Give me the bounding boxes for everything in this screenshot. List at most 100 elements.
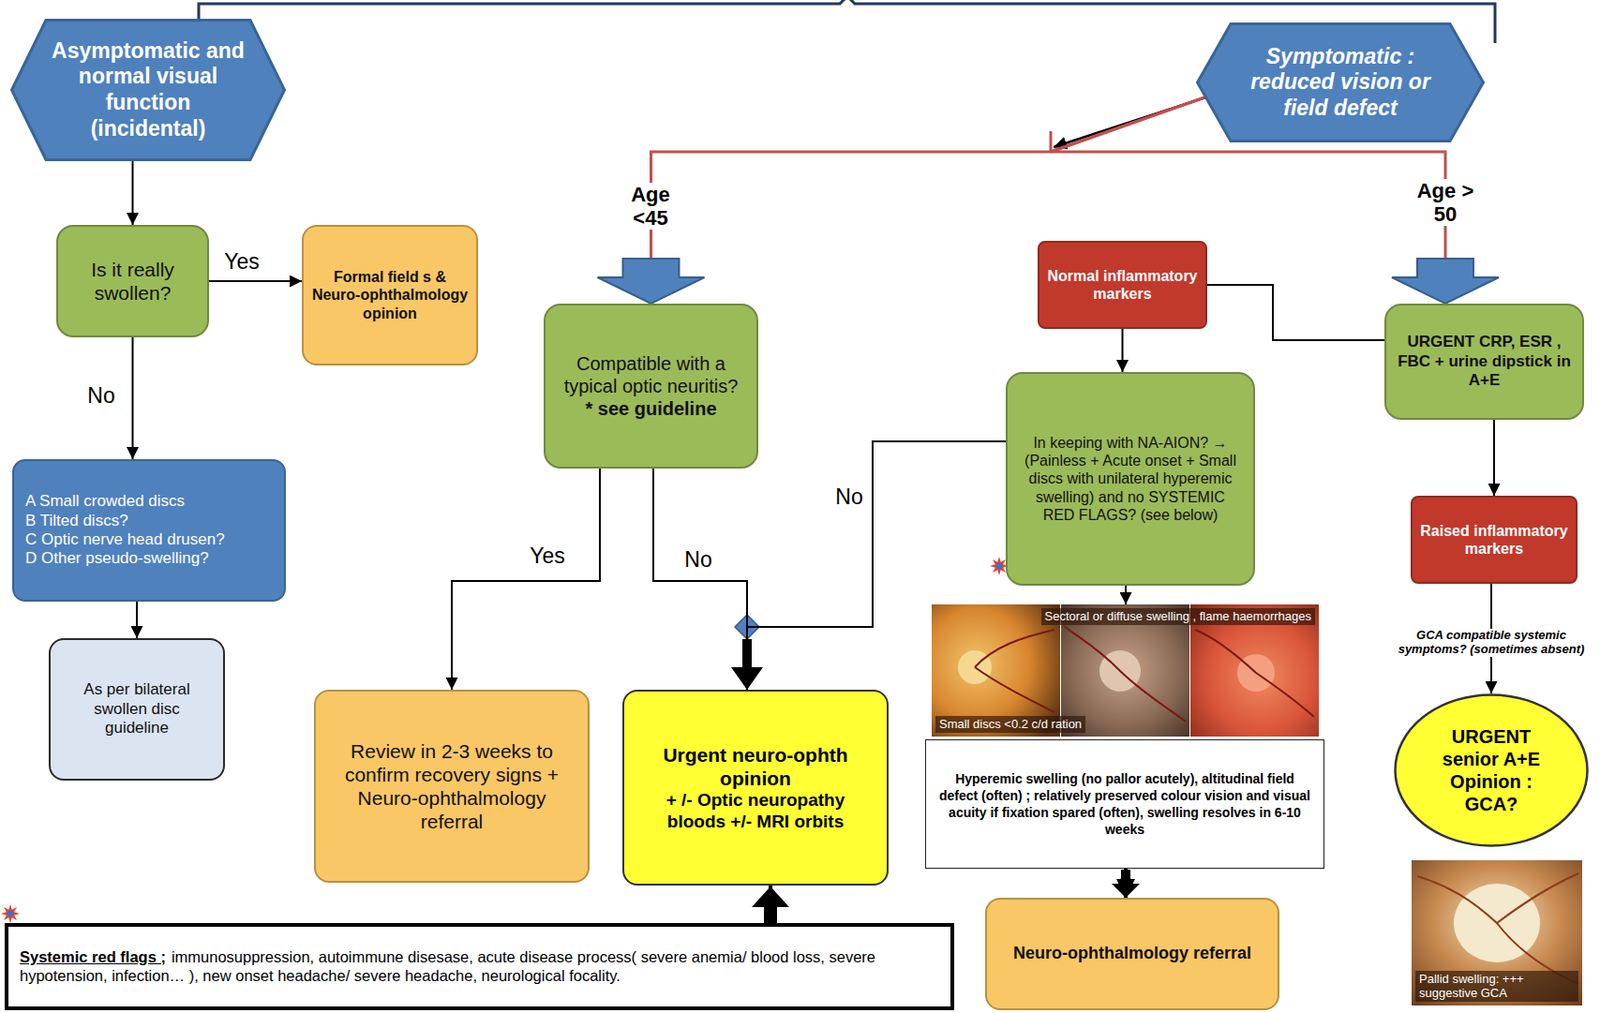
text-holder: A Small crowded discsB Tilted discs?C Op… xyxy=(25,492,273,569)
node-text: + /- Optic neuropathy bloods +/- MRI orb… xyxy=(635,790,876,834)
note-box: Hyperemic swelling (no pallor acutely), … xyxy=(925,739,1325,869)
action-box: Review in 2-3 weeks to confirm recovery … xyxy=(314,689,590,883)
connector xyxy=(135,601,138,639)
connector xyxy=(209,280,302,283)
node-text: Systemic red flags ; xyxy=(19,948,166,966)
text-holder: URGENT CRP, ESR , FBC + urine dipstick i… xyxy=(1393,332,1575,390)
edge-label: Yes xyxy=(523,543,571,569)
text-holder: Sectoral or diffuse swelling , flame hae… xyxy=(935,608,1316,733)
node-text: Sectoral or diffuse swelling , flame hae… xyxy=(1041,608,1316,626)
node-text: Raised inflammatory markers xyxy=(1420,522,1569,558)
star-centre xyxy=(7,911,15,918)
hexagon-shape xyxy=(12,20,285,161)
text-holder: Normal inflammatory markers xyxy=(1046,267,1198,303)
node-text: C Optic nerve head drusen? xyxy=(25,530,273,550)
text-holder: Formal field s & Neuro-ophthalmology opi… xyxy=(311,268,469,323)
result-box: Normal inflammatory markers xyxy=(1037,240,1208,329)
action-box: Formal field s & Neuro-ophthalmology opi… xyxy=(301,224,479,366)
node-text: Neuro-ophthalmology referral xyxy=(998,943,1267,965)
text-holder: Asymptomatic and normal visual function … xyxy=(51,38,245,142)
node-text: D Other pseudo-swelling? xyxy=(25,549,273,569)
node-text: A Small crowded discs xyxy=(25,492,273,511)
connector xyxy=(653,468,748,690)
text-holder: Pallid swelling: +++ suggestive GCA xyxy=(1415,864,1579,1002)
connector xyxy=(1123,868,1128,898)
text-holder: Is it really swollen? xyxy=(67,257,198,305)
node-text: Compatible with a typical optic neuritis… xyxy=(556,352,746,398)
photo-panel: Pallid swelling: +++ suggestive GCA xyxy=(1411,860,1583,1006)
node-text: * see guideline xyxy=(556,397,746,420)
node-text: Symptomatic : reduced vision or field de… xyxy=(1241,44,1440,122)
text-holder: Hyperemic swelling (no pallor acutely), … xyxy=(935,770,1315,839)
connector xyxy=(651,97,1206,304)
text-holder: Review in 2-3 weeks to confirm recovery … xyxy=(328,739,575,835)
connector xyxy=(1121,328,1124,373)
node-text: In keeping with NA-AION? → (Painless + A… xyxy=(1018,433,1242,524)
edge-label: No xyxy=(80,383,122,408)
node-text: Normal inflammatory markers xyxy=(1046,267,1198,303)
urgent-circle: URGENT senior A+E Opinion : GCA? xyxy=(1393,693,1589,848)
list-box: A Small crowded discsB Tilted discs?C Op… xyxy=(12,459,286,602)
start-hexagon: Asymptomatic and normal visual function … xyxy=(10,18,286,162)
retinal-vessels xyxy=(1417,873,1579,985)
guideline-box: As per bilateral swollen disc guideline xyxy=(48,638,225,781)
text-holder: URGENT senior A+E Opinion : GCA? xyxy=(1425,725,1557,816)
node-text: Hyperemic swelling (no pallor acutely), … xyxy=(935,770,1315,839)
result-box: Raised inflammatory markers xyxy=(1410,495,1578,584)
node-text: B Tilted discs? xyxy=(25,511,273,531)
decision-box: Is it really swollen? xyxy=(56,224,210,338)
node-text: Review in 2-3 weeks to confirm recovery … xyxy=(328,739,575,835)
connector xyxy=(1207,284,1385,341)
decision-box: Compatible with a typical optic neuritis… xyxy=(543,303,759,469)
text-holder: Neuro-ophthalmology referral xyxy=(998,943,1267,965)
node-text: Is it really swollen? xyxy=(67,257,198,305)
connector xyxy=(768,885,773,924)
node-text: Pallid swelling: +++ suggestive GCA xyxy=(1415,971,1579,1002)
star-shape xyxy=(0,904,20,924)
circle-shape xyxy=(1395,695,1588,847)
edge-label: No xyxy=(677,547,719,572)
connector xyxy=(1124,585,1127,605)
node-text: As per bilateral swollen disc guideline xyxy=(59,680,214,738)
connector xyxy=(451,468,600,690)
text-holder: Systemic red flags ;immunosuppression, a… xyxy=(19,948,940,987)
connector xyxy=(747,441,1006,690)
star-centre xyxy=(996,563,1003,570)
node-text: URGENT senior A+E Opinion : GCA? xyxy=(1425,725,1557,816)
node-text: URGENT CRP, ESR , FBC + urine dipstick i… xyxy=(1393,332,1575,390)
red-flag-star xyxy=(0,904,20,924)
connector xyxy=(1493,419,1496,496)
text-holder: Raised inflammatory markers xyxy=(1420,522,1569,558)
text-holder: As per bilateral swollen disc guideline xyxy=(59,680,214,738)
text-holder: In keeping with NA-AION? → (Painless + A… xyxy=(1018,433,1242,524)
retinal-vessels xyxy=(974,626,1315,722)
fundus-photo xyxy=(1411,860,1583,1006)
edge-label: No xyxy=(828,484,870,509)
connector-group xyxy=(133,97,1496,924)
node-text: Asymptomatic and normal visual function … xyxy=(51,38,245,142)
decision-box: In keeping with NA-AION? → (Painless + A… xyxy=(1005,372,1256,586)
node-text: Urgent neuro-ophth opinion xyxy=(635,743,876,791)
edge-label: Yes xyxy=(218,249,266,274)
urgent-box: Urgent neuro-ophth opinion+ /- Optic neu… xyxy=(622,689,889,886)
connector xyxy=(132,161,135,225)
edge-label: Age > 50 xyxy=(1416,179,1475,227)
bracket-tick xyxy=(1049,131,1053,152)
edge-label: Age <45 xyxy=(622,182,679,231)
text-holder: Compatible with a typical optic neuritis… xyxy=(556,352,746,420)
circle-outline xyxy=(1393,693,1589,848)
edge-label: GCA compatible systemic symptoms? (somet… xyxy=(1397,628,1586,658)
start-hexagon: Symptomatic : reduced vision or field de… xyxy=(1196,22,1485,143)
node-text: Small discs <0.2 c/d ration xyxy=(935,716,1086,733)
text-holder: Urgent neuro-ophth opinion+ /- Optic neu… xyxy=(635,743,876,834)
photo-panel: Sectoral or diffuse swelling , flame hae… xyxy=(931,604,1319,737)
hexagon-shape xyxy=(1197,24,1484,142)
referral-box: Neuro-ophthalmology referral xyxy=(985,897,1280,1011)
node-text: Formal field s & Neuro-ophthalmology opi… xyxy=(311,268,469,323)
connector xyxy=(132,337,135,460)
test-box: URGENT CRP, ESR , FBC + urine dipstick i… xyxy=(1384,303,1585,420)
red-flags-box: Systemic red flags ;immunosuppression, a… xyxy=(4,923,955,1011)
text-holder: Symptomatic : reduced vision or field de… xyxy=(1241,44,1440,122)
